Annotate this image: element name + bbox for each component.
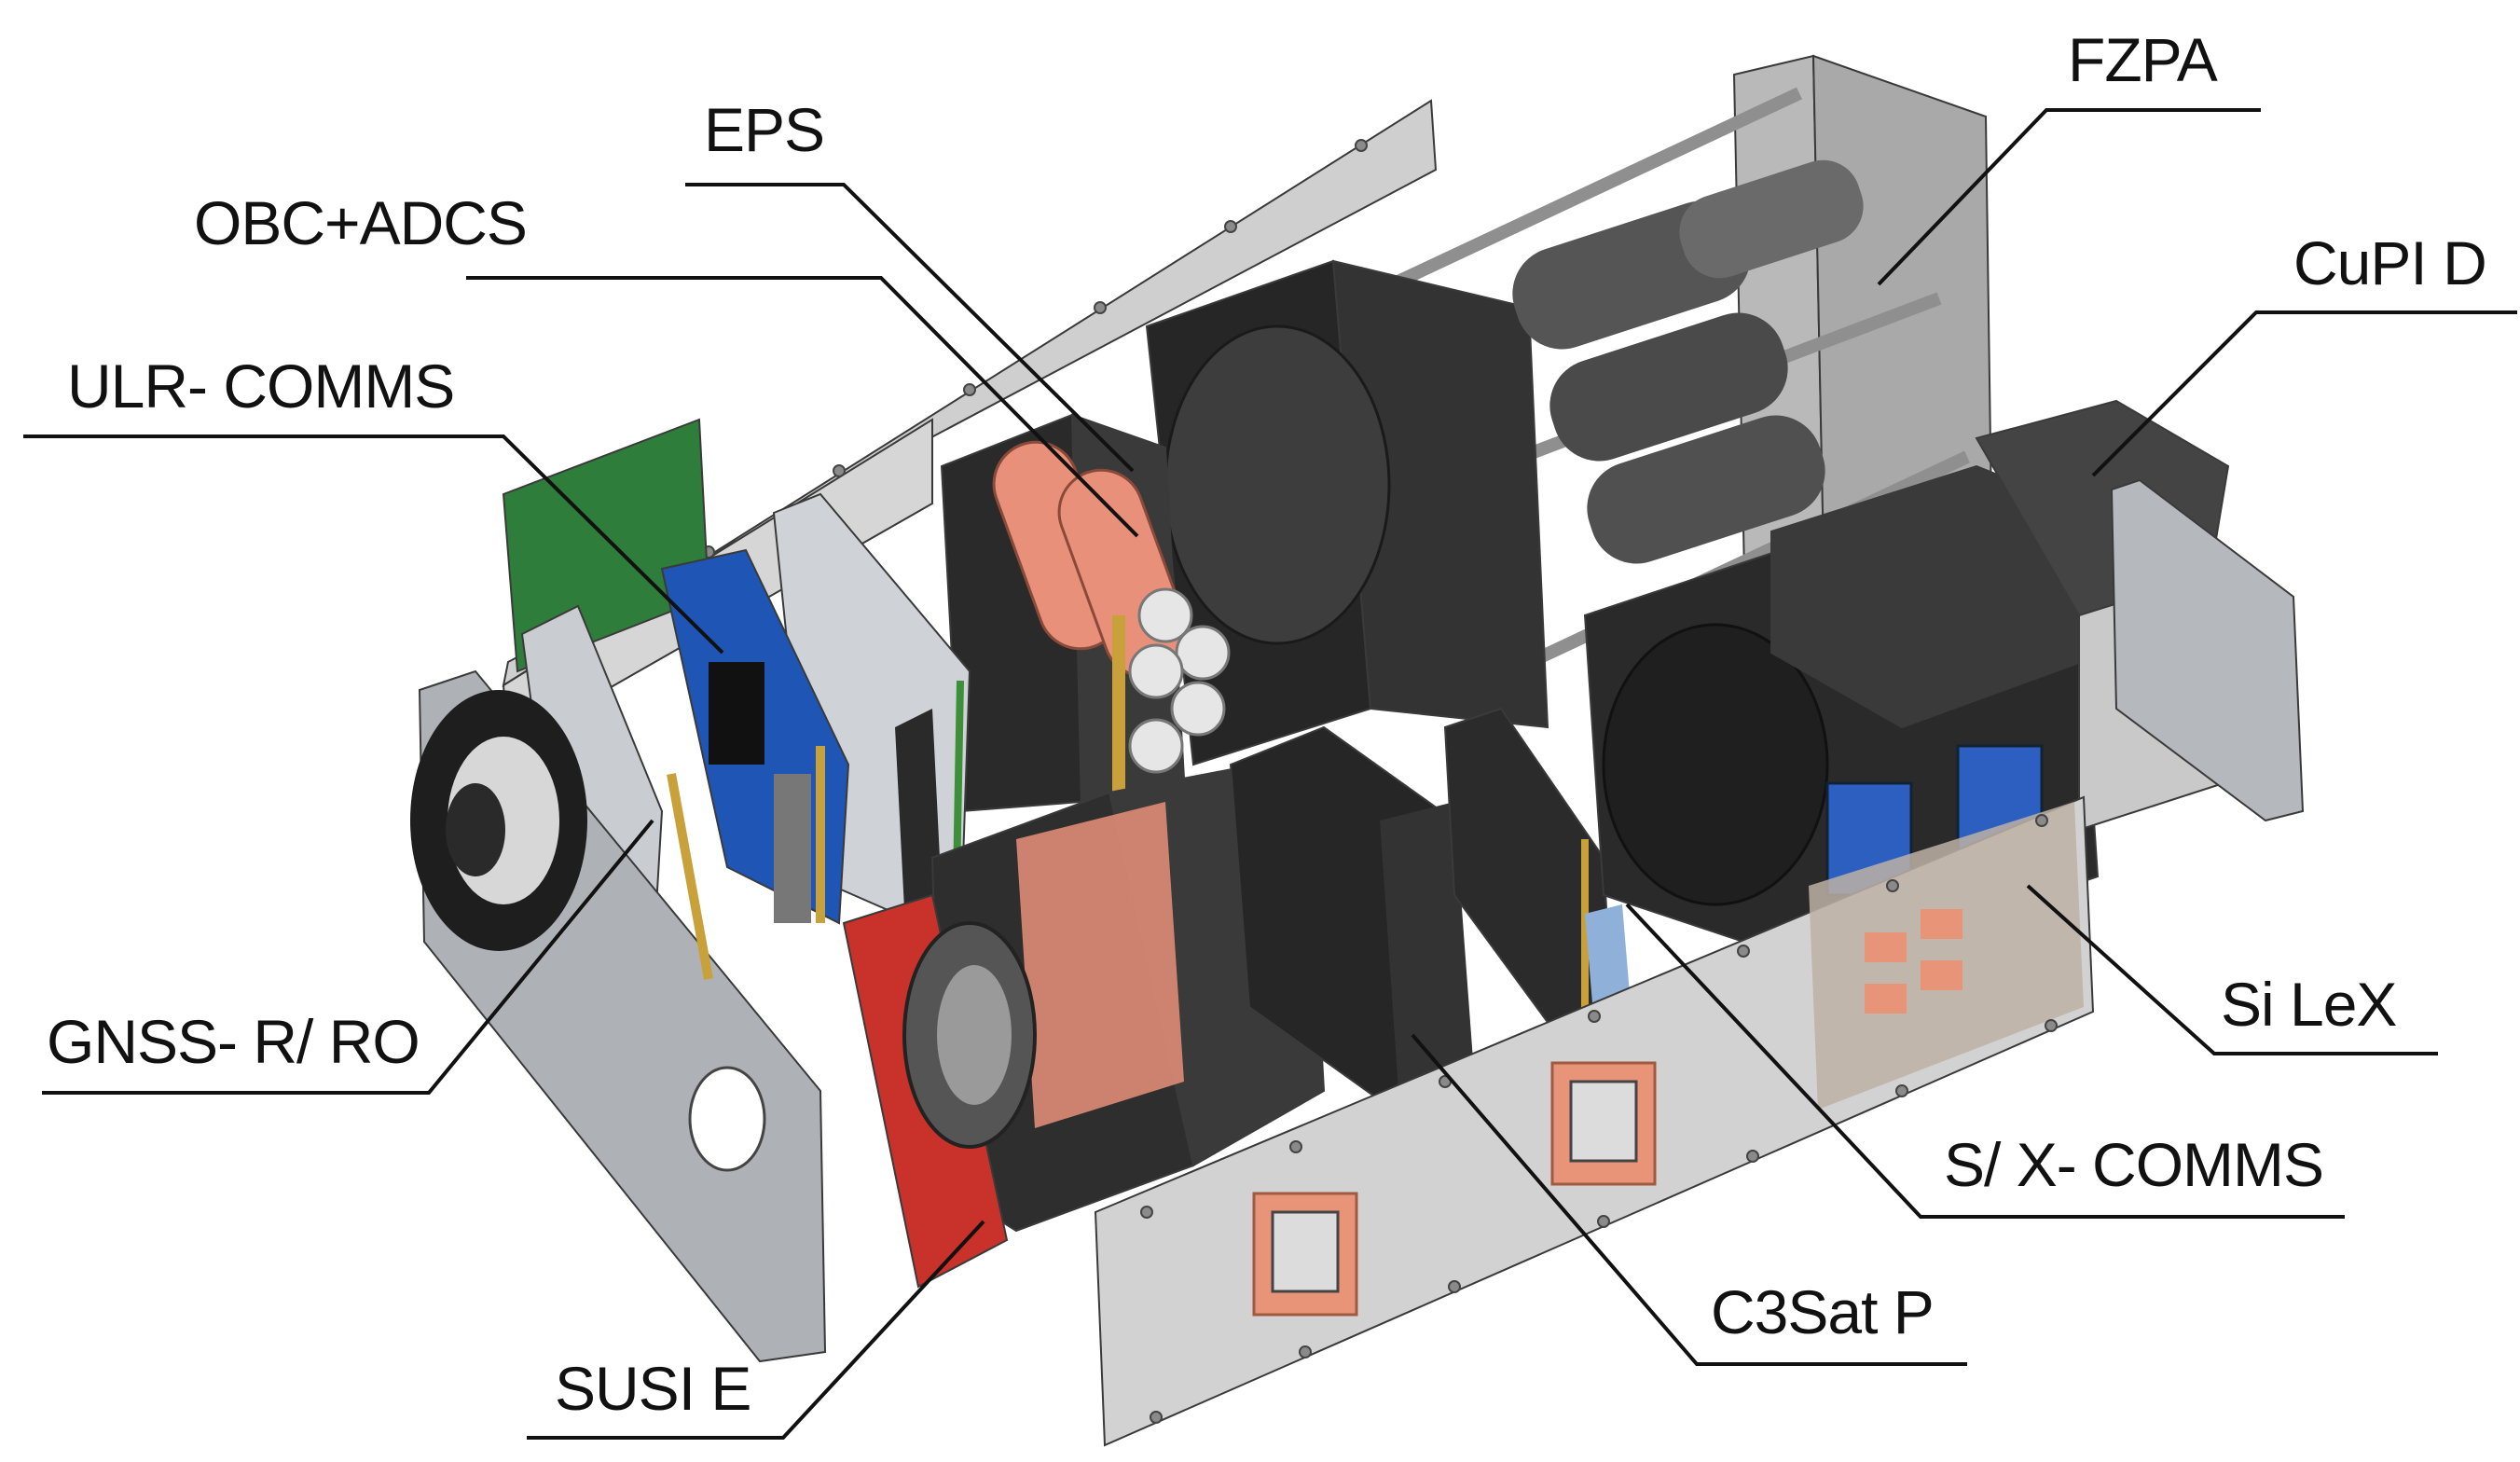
cupid-side-plate bbox=[2110, 478, 2305, 822]
leader-obc-adcs bbox=[466, 276, 1139, 538]
label-cupid: CuPI D bbox=[2293, 228, 2486, 297]
front-side-panel bbox=[1094, 795, 2095, 1447]
leader-sx-comms bbox=[1625, 903, 2345, 1219]
leader-susie bbox=[527, 1220, 985, 1440]
gnss-rro-module bbox=[410, 604, 827, 1363]
c3satp-module bbox=[1229, 725, 1475, 1102]
label-c3satp: C3Sat P bbox=[1711, 1277, 1934, 1346]
leader-c3satp bbox=[1411, 1033, 1967, 1366]
leader-ulr-comms bbox=[23, 434, 724, 655]
label-gnss-rro: GNSS- R/ RO bbox=[47, 1007, 420, 1076]
label-obc-adcs: OBC+ADCS bbox=[194, 188, 527, 257]
label-eps: EPS bbox=[704, 95, 824, 164]
label-sx-comms: S/ X- COMMS bbox=[1944, 1130, 2323, 1199]
leader-cupid bbox=[2091, 310, 2517, 477]
label-ulr-comms: ULR- COMMS bbox=[67, 352, 454, 421]
label-susie: SUSI E bbox=[555, 1354, 750, 1423]
ulr-comms-module bbox=[502, 418, 850, 925]
label-fzpa: FZPA bbox=[2068, 25, 2218, 94]
leader-silex bbox=[2026, 884, 2438, 1055]
leader-gnss-rro bbox=[42, 819, 654, 1095]
component-labels: FZPA EPS OBC+ADCS CuPI D ULR- COMMS Si L… bbox=[47, 25, 2487, 1423]
label-silex: Si LeX bbox=[2221, 970, 2396, 1039]
leader-eps bbox=[685, 183, 1135, 473]
eps-module bbox=[940, 413, 1231, 813]
susie-module bbox=[842, 753, 1326, 1289]
leader-fzpa bbox=[1877, 108, 2261, 286]
fzpa-module bbox=[1145, 159, 1864, 766]
leader-lines bbox=[23, 108, 2517, 1440]
